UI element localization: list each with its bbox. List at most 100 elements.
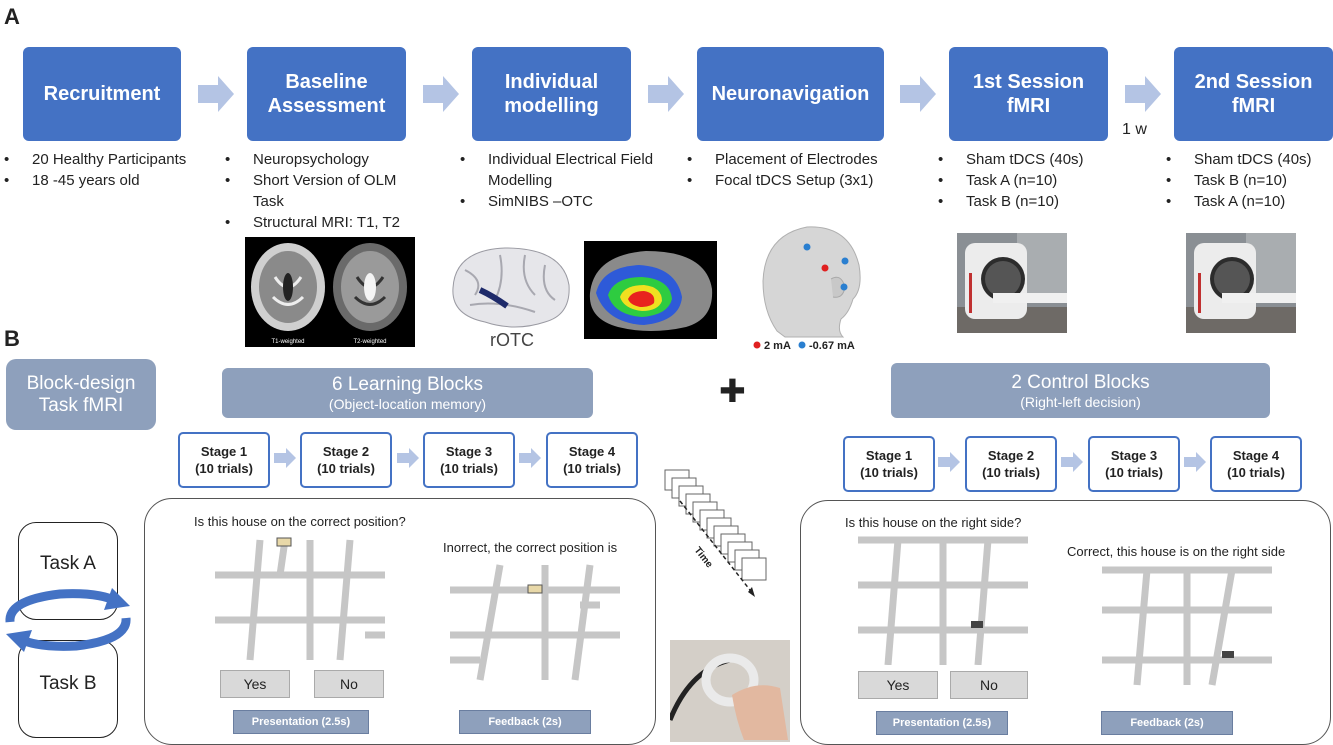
learning-presentation-label: Presentation (2.5s): [233, 710, 369, 734]
bullet-item: Sham tDCS (40s): [1166, 149, 1333, 170]
bullet-item: SimNIBS –OTC: [460, 191, 668, 212]
control-no-button[interactable]: No: [950, 671, 1028, 699]
flow-arrow: [423, 76, 459, 112]
control-street-map-feedback: [1102, 566, 1272, 686]
bullet-item: Short Version of OLM Task: [225, 170, 423, 212]
task-b-box: Task B: [18, 640, 118, 738]
time-stack-icon: Time: [664, 469, 767, 597]
rotc-brain-image: rOTC: [452, 247, 570, 350]
step-title-line: fMRI: [1006, 95, 1051, 117]
stage-name: Stage 1: [200, 444, 248, 459]
control-yes-button[interactable]: Yes: [858, 671, 938, 699]
stage-arrows: [274, 448, 1206, 472]
bullet-item: Task A (n=10): [1166, 191, 1333, 212]
stage-trials: (10 trials): [563, 461, 621, 476]
electrode-blue: [840, 283, 848, 291]
step-title-line: Recruitment: [43, 83, 161, 105]
stage-name: Stage 4: [568, 444, 616, 459]
bullets-modelling: Individual Electrical Field Modelling Si…: [460, 149, 668, 212]
step-title-line: Individual: [504, 71, 599, 93]
bullet-item: Individual Electrical Field Modelling: [460, 149, 668, 191]
mri-label-t2: T2-weighted: [353, 339, 386, 345]
structural-mri-image: T1-weighted T2-weighted: [245, 237, 415, 347]
control-blocks-subtitle: (Right-left decision): [1020, 393, 1141, 410]
mri-scanner-photo-2: [1186, 233, 1296, 333]
learning-blocks-header: 6 Learning Blocks (Object-location memor…: [222, 368, 593, 418]
learning-no-button[interactable]: No: [314, 670, 384, 698]
bullet-item: 18 -45 years old: [4, 170, 212, 191]
step-title-line: Assessment: [267, 95, 386, 117]
legend-red-dot: [753, 341, 761, 349]
step-first-session: 1st Session fMRI: [949, 47, 1108, 141]
stage-name: Stage 4: [1232, 448, 1280, 463]
task-b-label: Task B: [39, 673, 97, 694]
design-label-line: Task fMRI: [38, 394, 124, 416]
mri-label-t1: T1-weighted: [271, 339, 304, 345]
step-second-session: 2nd Session fMRI: [1174, 47, 1333, 141]
electrode-blue: [803, 243, 811, 251]
panel-b-label: B: [4, 326, 20, 351]
stage-trials: (10 trials): [440, 461, 498, 476]
bullets-recruitment: 20 Healthy Participants 18 -45 years old: [4, 149, 212, 191]
street-map-feedback: [450, 564, 620, 681]
stage-arrow: [397, 448, 419, 468]
control-blocks-header: 2 Control Blocks (Right-left decision): [891, 363, 1270, 418]
electrode-red: [821, 264, 829, 272]
control-feedback-label: Feedback (2s): [1101, 711, 1233, 735]
design-label-line: Block-design: [26, 372, 136, 394]
learning-yes-button[interactable]: Yes: [220, 670, 290, 698]
bullet-item: Structural MRI: T1, T2: [225, 212, 423, 233]
interval-label: 1 w: [1122, 121, 1147, 138]
electrode-blue: [841, 257, 849, 265]
control-stage-4: Stage 4 (10 trials): [1210, 436, 1302, 492]
stage-name: Stage 2: [987, 448, 1035, 463]
learning-blocks-subtitle: (Object-location memory): [328, 396, 487, 412]
efield-model-image: [584, 241, 717, 339]
learning-stage-3: Stage 3 (10 trials): [423, 432, 515, 488]
step-title-line: 1st Session: [972, 71, 1085, 93]
bullet-item: 20 Healthy Participants: [4, 149, 212, 170]
step-title-line: modelling: [504, 95, 599, 117]
learning-feedback-label: Feedback (2s): [459, 710, 591, 734]
time-label: Time: [692, 545, 715, 570]
control-blocks-title: 2 Control Blocks: [1011, 371, 1150, 393]
mri-scanner-photo-1: [957, 233, 1067, 333]
step-title-line: fMRI: [1231, 95, 1276, 117]
bullet-item: Task B (n=10): [938, 191, 1126, 212]
street-map-presentation: [215, 537, 385, 661]
stage-name: Stage 1: [865, 448, 913, 463]
rotc-label: rOTC: [490, 330, 534, 350]
control-stage-2: Stage 2 (10 trials): [965, 436, 1057, 492]
step-title-line: Baseline: [285, 71, 368, 93]
flow-arrow: [648, 76, 684, 112]
stage-trials: (10 trials): [195, 461, 253, 476]
stage-arrow: [519, 448, 541, 468]
stage-trials: (10 trials): [1105, 465, 1163, 480]
learning-feedback-text: Inorrect, the correct position is: [443, 540, 618, 555]
panel-a-label: A: [4, 4, 20, 29]
learning-blocks-title: 6 Learning Blocks: [331, 374, 484, 395]
stage-arrow: [1061, 452, 1083, 472]
learning-question: Is this house on the correct position?: [194, 514, 406, 529]
legend-blue-dot: [798, 341, 806, 349]
step-individual-modelling: Individual modelling: [472, 47, 631, 141]
bullet-item: Task A (n=10): [938, 170, 1126, 191]
control-feedback-text: Correct, this house is on the right side: [1067, 544, 1286, 559]
bullet-item: Sham tDCS (40s): [938, 149, 1126, 170]
bullets-first-session: Sham tDCS (40s) Task A (n=10) Task B (n=…: [938, 149, 1126, 212]
stage-arrow: [1184, 452, 1206, 472]
learning-stage-4: Stage 4 (10 trials): [546, 432, 638, 488]
bullet-item: Neuropsychology: [225, 149, 423, 170]
plus-icon: ✚: [719, 373, 746, 409]
legend-blue-label: -0.67 mA: [809, 340, 855, 352]
bullets-baseline: Neuropsychology Short Version of OLM Tas…: [225, 149, 423, 233]
head-electrode-image: 2 mA -0.67 mA: [753, 226, 861, 352]
control-street-map-presentation: [858, 536, 1028, 665]
flow-arrows: [198, 76, 1161, 112]
step-recruitment: Recruitment: [23, 47, 181, 141]
learning-stage-2: Stage 2 (10 trials): [300, 432, 392, 488]
block-design-label: Block-design Task fMRI: [6, 359, 156, 430]
flow-arrow: [198, 76, 234, 112]
bullet-item: Task B (n=10): [1166, 170, 1333, 191]
step-neuronavigation: Neuronavigation: [697, 47, 884, 141]
